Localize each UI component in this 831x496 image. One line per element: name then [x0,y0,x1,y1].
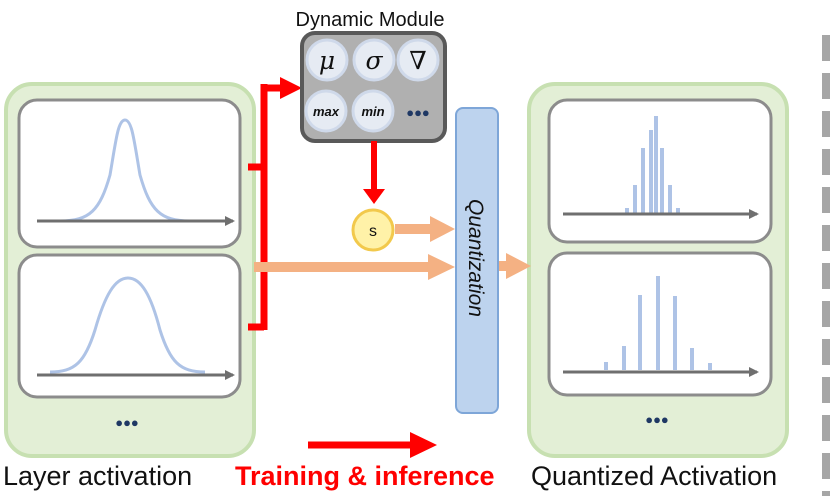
narrow-distribution-curve [59,118,191,223]
nabla-symbol: ∇ [409,46,426,75]
quantization-label: Quantization [464,199,487,317]
quant-to-output-arrowhead [506,253,531,279]
right-more-dots: ●●● [645,412,669,427]
activation-to-quant-arrowhead [428,254,455,280]
quantized-bars-top [625,116,680,214]
left-caption: Layer activation [3,461,192,491]
scale-label: s [369,223,377,240]
right-quantized-panel: ●●● [527,82,789,458]
min-label: min [361,104,384,119]
activation-card-bottom [17,253,242,399]
legend-label: Training & inference [235,461,495,491]
module-to-scale-arrowhead [363,189,385,204]
gradient-stat-circle [396,38,440,82]
bracket-arrowhead [280,77,302,99]
std-stat-circle [352,38,396,82]
module-title: Dynamic Module [296,9,445,31]
max-label: max [313,104,340,119]
left-activation-panel: ●●● [4,82,256,458]
module-more-dots: ●●● [406,105,430,120]
sigma-symbol: σ [365,46,383,75]
right-caption: Quantized Activation [531,461,777,491]
scale-to-quant-arrowhead [430,216,455,242]
dynamic-module: Dynamic Module μ σ ∇ max min ●●● [296,9,447,143]
quantized-bars-bottom [604,276,712,370]
scale-node [351,208,395,252]
legend-red-arrowhead [410,432,437,458]
activation-card-top [17,98,242,249]
mu-symbol: μ [319,46,335,75]
left-more-dots: ●●● [115,415,139,430]
mean-stat-circle [305,38,349,82]
max-stat-circle [304,89,348,133]
min-stat-circle [351,89,395,133]
quantization-block [455,107,499,414]
wide-distribution-curve [49,276,206,374]
training-inference-bracket [248,84,283,331]
